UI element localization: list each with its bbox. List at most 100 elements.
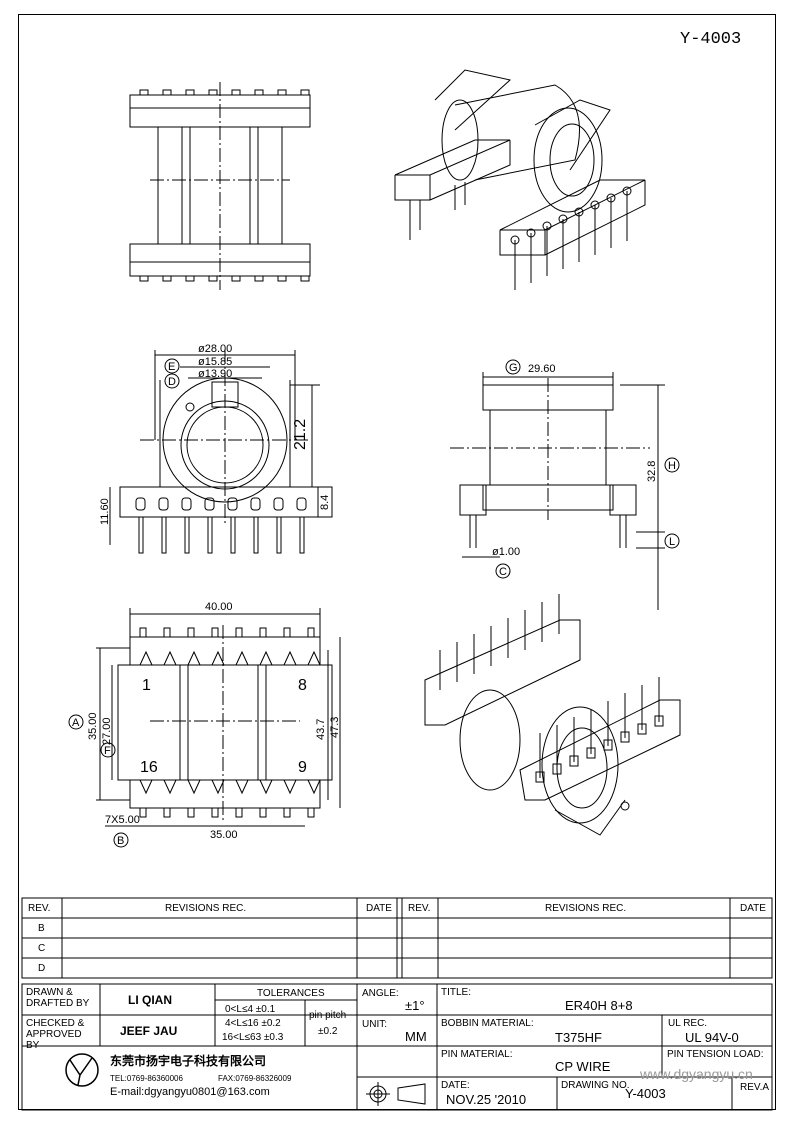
front-view-pin <box>276 516 282 554</box>
bottom-view-pin <box>211 627 219 638</box>
dim-pin-dia: ø1.00 <box>492 546 520 558</box>
rev-header-right: REV. <box>408 903 431 914</box>
bottom-view-pin <box>307 807 315 818</box>
pin-material-label: PIN MATERIAL: <box>441 1049 513 1060</box>
bottom-view-pin <box>307 627 315 638</box>
rev-header-left: REV. <box>28 903 51 914</box>
drawn-by-label: DRAWN & DRAFTED BY <box>26 987 90 1009</box>
bottom-view-pin <box>163 627 171 638</box>
top-view-pin <box>231 89 241 96</box>
label-h: H <box>668 460 676 472</box>
tolerance-3: 16<L≤63 ±0.3 <box>222 1032 284 1043</box>
dim-pitch: 7X5.00 <box>105 814 140 826</box>
dim-width: 29.60 <box>528 363 556 375</box>
top-view-pin <box>185 89 195 96</box>
bottom-view-pin <box>283 627 291 638</box>
dim-bottom-width: 40.00 <box>205 601 233 613</box>
drawn-by: LI QIAN <box>128 993 172 1007</box>
bottom-view-pin <box>235 627 243 638</box>
top-view-pin <box>162 275 172 282</box>
drawing-no-value: Y-4003 <box>625 1086 666 1101</box>
bottom-view-slot <box>307 779 321 795</box>
top-view <box>129 82 311 290</box>
angle-label: ANGLE: <box>362 988 399 999</box>
isometric-view-1 <box>394 69 646 290</box>
label-e: E <box>168 361 175 373</box>
top-view-pin <box>139 89 149 96</box>
isometric-view-2 <box>424 594 681 836</box>
side-view <box>450 359 680 610</box>
pin-16: 16 <box>140 759 158 776</box>
bottom-view-slot <box>139 650 153 666</box>
bottom-view-pin <box>259 627 267 638</box>
front-view-pin-head <box>296 497 307 511</box>
top-view-pin <box>254 89 264 96</box>
front-view-pin <box>230 516 236 554</box>
front-view-pin-head <box>204 497 215 511</box>
label-f: F <box>104 745 111 757</box>
front-view-pin-head <box>181 497 192 511</box>
pin-8: 8 <box>298 677 307 694</box>
company-tel: TEL:0769-86360006 <box>110 1074 183 1083</box>
dim-h1: 43.7 <box>315 719 327 740</box>
unit-value: MM <box>405 1029 427 1044</box>
front-view-pin <box>184 516 190 554</box>
company-fax: FAX:0769-86326009 <box>218 1074 292 1083</box>
front-view-pin <box>207 516 213 554</box>
ul-value: UL 94V-0 <box>685 1030 739 1045</box>
date-header-right: DATE <box>740 903 766 914</box>
title-label: TITLE: <box>441 987 472 998</box>
top-view-pin <box>208 275 218 282</box>
label-c: C <box>499 566 507 578</box>
iso-pin-base <box>586 747 596 759</box>
bottom-view-slot <box>259 650 273 666</box>
top-view-pin <box>162 89 172 96</box>
bottom-view-pin <box>187 807 195 818</box>
front-view-pin <box>161 516 167 554</box>
pin-1: 1 <box>142 677 151 694</box>
bobbin-label: BOBBIN MATERIAL: <box>441 1018 534 1029</box>
dim-f: 27.00 <box>101 717 113 745</box>
tolerance-1: 0<L≤4 ±0.1 <box>225 1004 276 1015</box>
bobbin-value: T375HF <box>555 1030 602 1045</box>
bottom-view-pin <box>139 807 147 818</box>
bottom-view-slot <box>211 650 225 666</box>
rev-row-b: B <box>38 923 45 934</box>
dim-base-h: 11.60 <box>99 498 111 525</box>
company-logo <box>65 1053 99 1087</box>
bottom-view-slot <box>163 779 177 795</box>
top-view-pin <box>277 89 287 96</box>
top-view-pin <box>208 89 218 96</box>
front-view-pin <box>253 516 259 554</box>
unit-label: UNIT: <box>362 1019 387 1030</box>
front-view-pin <box>138 516 144 554</box>
dim-span: 35.00 <box>210 829 238 841</box>
bottom-view-slot <box>283 650 297 666</box>
bottom-view-slot <box>259 779 273 795</box>
iso-pin-base <box>569 755 579 767</box>
dim-side-height: 32.8 <box>646 461 658 482</box>
bottom-view-slot <box>283 779 297 795</box>
top-view-pin <box>300 89 310 96</box>
front-view-pin-head <box>273 497 284 511</box>
top-view-pin <box>139 275 149 282</box>
bottom-view-slot <box>307 650 321 666</box>
bottom-view-slot <box>235 650 249 666</box>
iso-pin-base <box>654 715 664 727</box>
ul-label: UL REC. <box>668 1018 708 1029</box>
rev-row-d: D <box>38 963 46 974</box>
front-view-pin-head <box>227 497 238 511</box>
front-view-pin <box>299 516 305 554</box>
label-d: D <box>168 376 176 388</box>
label-a: A <box>72 717 80 729</box>
bottom-view-slot <box>187 779 201 795</box>
dim-height: 21.2 <box>292 419 309 450</box>
bottom-view-pin <box>283 807 291 818</box>
tolerances-label: TOLERANCES <box>257 988 325 999</box>
checked-by: JEEF JAU <box>120 1024 178 1038</box>
bottom-view <box>68 608 341 848</box>
pin-pitch: ±0.2 <box>318 1026 338 1037</box>
angle-value: ±1° <box>405 998 425 1013</box>
label-b: B <box>117 835 124 847</box>
revisions-table <box>21 897 773 979</box>
